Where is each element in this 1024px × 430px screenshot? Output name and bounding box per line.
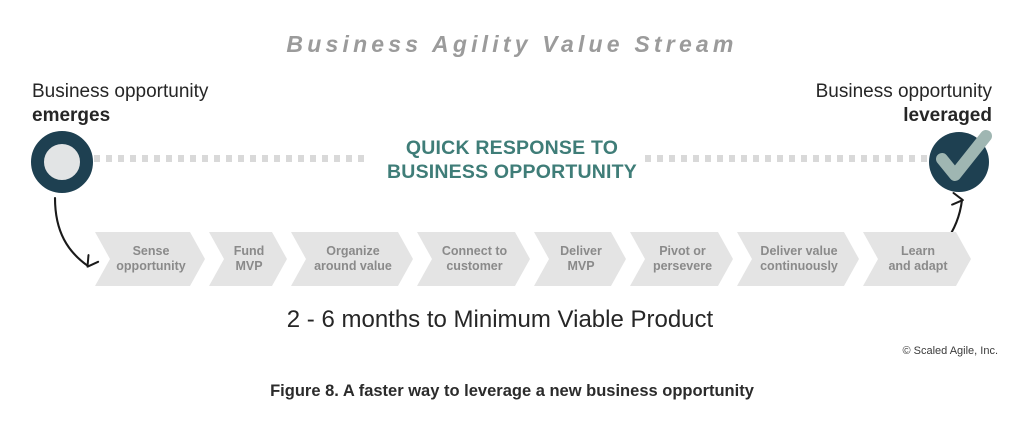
step-label-line2: and adapt (888, 259, 948, 273)
step-chevron[interactable]: Learn and adapt (863, 232, 971, 286)
step-label-line1: Connect to (441, 244, 508, 258)
check-circle-icon (929, 128, 997, 196)
step-label-line2: MVP (567, 259, 595, 273)
start-endpoint-label-line1: Business opportunity (32, 81, 209, 102)
step-label-line2: MVP (235, 259, 263, 273)
step-chevron[interactable]: Sense opportunity (95, 232, 205, 286)
end-endpoint-label: Business opportunity leveraged (816, 80, 992, 128)
start-endpoint-label-line2: emerges (32, 105, 111, 126)
step-chevron-label: Organize around value (306, 244, 398, 274)
end-endpoint-label-line1: Business opportunity (815, 81, 992, 102)
step-chevron-label: Sense opportunity (108, 244, 191, 274)
value-stream-steps: Sense opportunity Fund MVP Organize arou… (95, 232, 975, 286)
step-chevron[interactable]: Pivot or persevere (630, 232, 733, 286)
quick-response-headline-line1: QUICK RESPONSE TO (405, 137, 619, 159)
checkmark-icon (936, 130, 992, 181)
step-chevron[interactable]: Deliver value continuously (737, 232, 859, 286)
end-endpoint-label-line2: leveraged (903, 105, 992, 126)
step-label-line1: Deliver (560, 244, 602, 258)
step-label-line1: Organize (326, 244, 380, 258)
step-chevron-label: Connect to customer (434, 244, 513, 274)
step-label-line1: Pivot or (659, 244, 706, 258)
step-label-line1: Learn (900, 244, 936, 258)
step-chevron[interactable]: Connect to customer (417, 232, 530, 286)
start-endpoint-label: Business opportunity emerges (32, 80, 208, 128)
duration-caption: 2 - 6 months to Minimum Viable Product (286, 306, 714, 333)
step-chevron-label: Fund MVP (226, 244, 271, 274)
copyright-notice: © Scaled Agile, Inc. (902, 345, 998, 357)
dotted-connector-right (645, 155, 929, 162)
step-label-line1: Deliver value (760, 244, 838, 258)
step-label-line2: persevere (652, 259, 713, 273)
step-label-line2: continuously (760, 259, 838, 273)
step-chevron[interactable]: Fund MVP (209, 232, 287, 286)
figure-caption: Figure 8. A faster way to leverage a new… (270, 382, 754, 400)
step-chevron-label: Deliver value continuously (752, 244, 844, 274)
open-circle-icon (31, 131, 93, 193)
quick-response-headline: QUICK RESPONSE TO BUSINESS OPPORTUNITY (312, 136, 712, 184)
step-chevron[interactable]: Organize around value (291, 232, 413, 286)
step-chevron-label: Deliver MVP (552, 244, 608, 274)
quick-response-headline-line2: BUSINESS OPPORTUNITY (387, 161, 637, 183)
step-label-line2: around value (314, 259, 392, 273)
step-chevron[interactable]: Deliver MVP (534, 232, 626, 286)
step-chevron-label: Pivot or persevere (645, 244, 718, 274)
arrow-start-to-steps (53, 196, 88, 266)
step-label-line2: customer (446, 259, 503, 273)
step-label-line2: opportunity (116, 259, 186, 273)
step-label-line1: Sense (132, 244, 170, 258)
dotted-connector-left (94, 155, 366, 162)
page-title: Business Agility Value Stream (286, 31, 738, 57)
step-chevron-label: Learn and adapt (880, 244, 953, 274)
step-label-line1: Fund (233, 244, 265, 258)
